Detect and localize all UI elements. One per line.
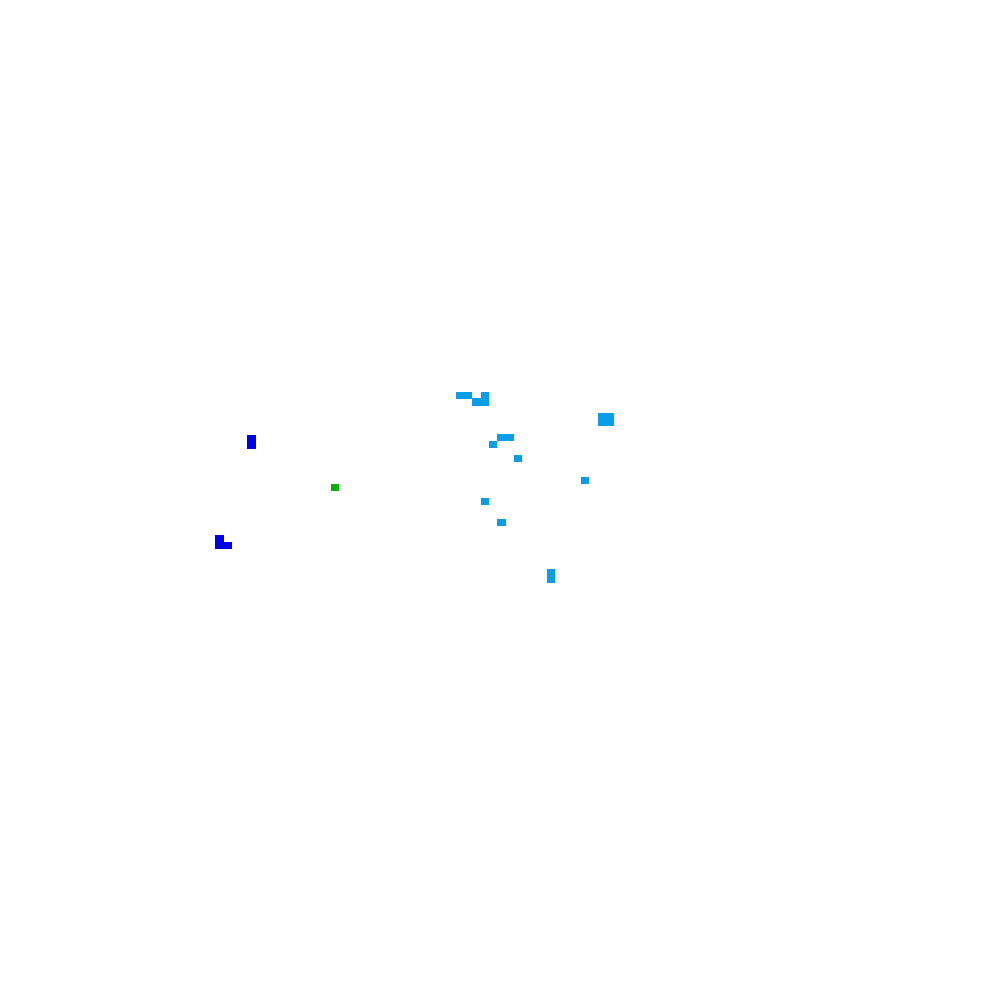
- pixel-cell: [497, 434, 514, 441]
- pixel-cell: [598, 413, 614, 426]
- pixel-cell: [331, 484, 339, 491]
- pixel-cell: [472, 398, 489, 406]
- pixel-cell: [456, 392, 472, 399]
- pixel-cell: [581, 477, 589, 484]
- pixel-cell: [547, 569, 555, 583]
- pixel-cell: [247, 435, 256, 449]
- pixel-cell: [215, 535, 224, 542]
- pixel-cell: [481, 498, 489, 505]
- pixel-cell: [497, 519, 506, 526]
- pixel-cell: [514, 455, 522, 462]
- pixel-cell: [215, 542, 232, 549]
- pixel-cell: [489, 441, 497, 448]
- pixel-cell: [481, 392, 489, 399]
